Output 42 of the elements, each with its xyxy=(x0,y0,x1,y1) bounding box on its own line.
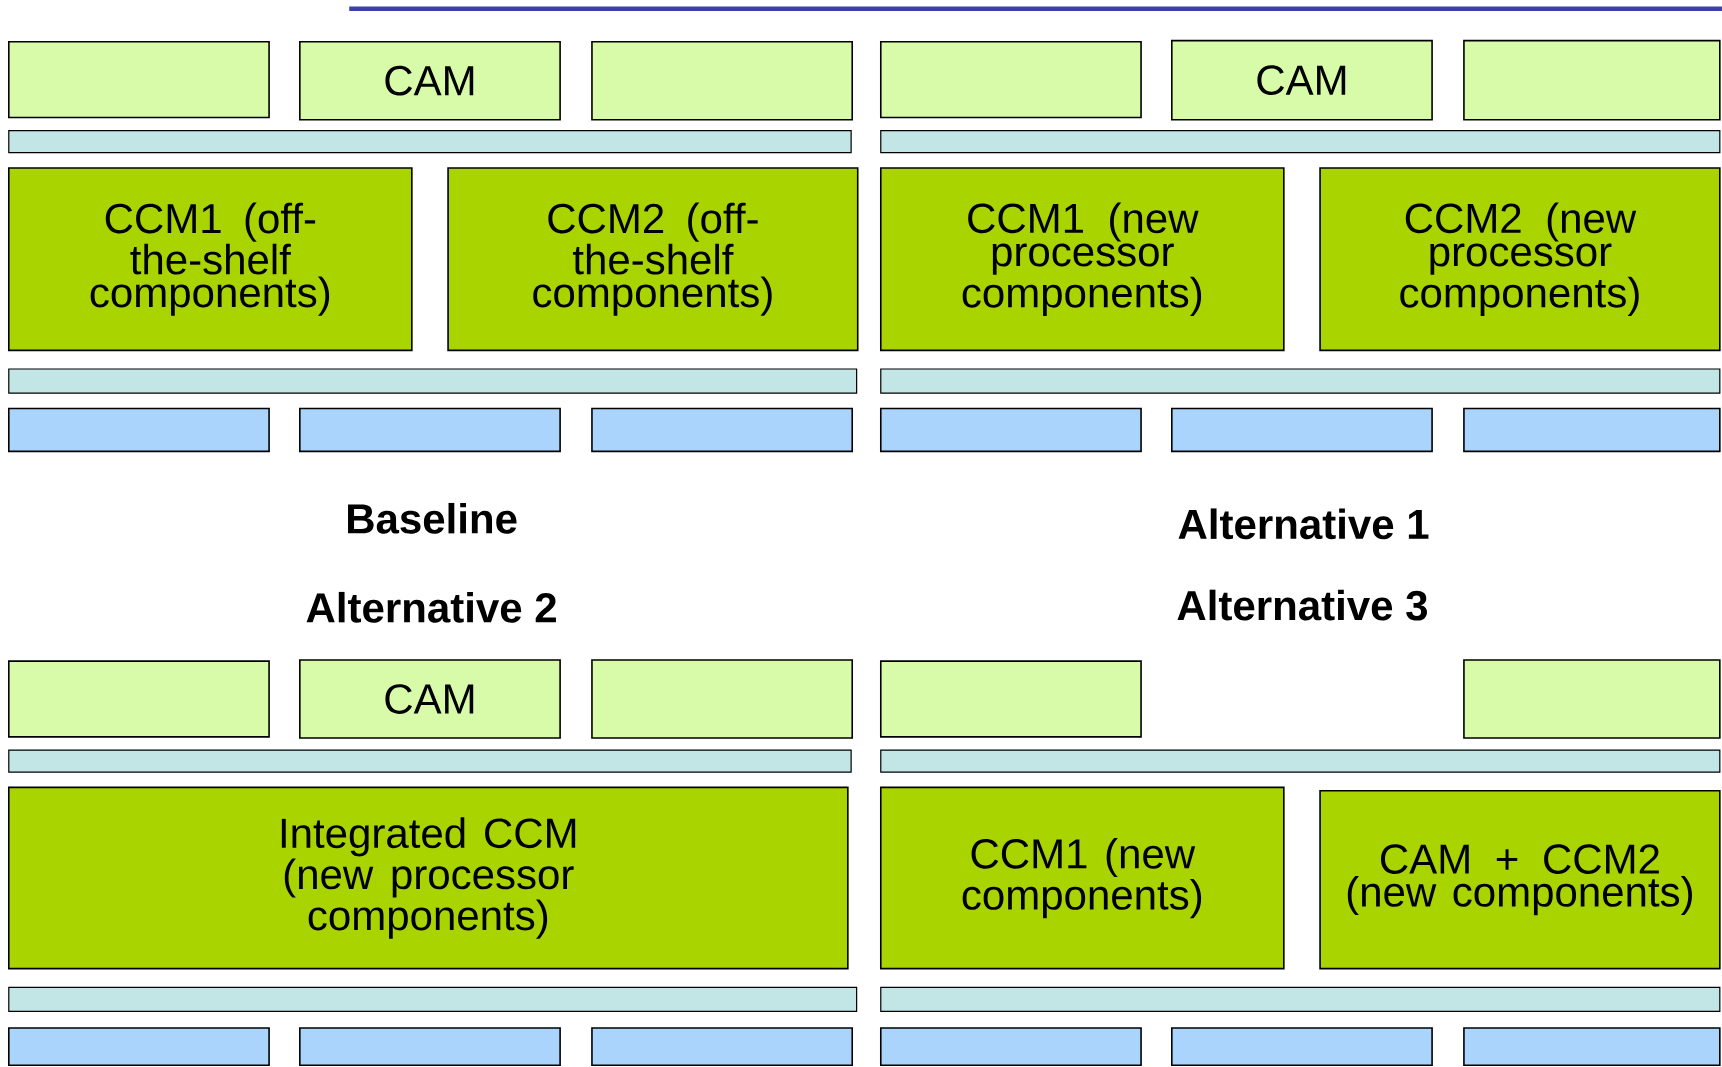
io-box xyxy=(1463,407,1721,452)
module-box: CAM xyxy=(299,40,561,121)
bus-bar xyxy=(8,129,852,154)
processor-box: CCM1 (off-the-shelf components) xyxy=(8,167,413,351)
processor-box: CCM1 (new components) xyxy=(880,786,1285,970)
module-box xyxy=(591,40,853,121)
io-box xyxy=(591,1026,853,1066)
module-box xyxy=(8,40,270,119)
module-box xyxy=(880,40,1142,119)
module-box: CAM xyxy=(1171,39,1433,121)
processor-box: CCM1 (new processor components) xyxy=(880,167,1285,351)
section-heading: Alternative 1 xyxy=(1178,508,1429,540)
io-box xyxy=(1171,407,1433,452)
bus-bar xyxy=(8,368,858,394)
io-box xyxy=(8,407,270,452)
bus-bar xyxy=(8,749,852,773)
processor-box: Integrated CCM (new processor components) xyxy=(7,786,849,970)
module-box xyxy=(591,659,853,739)
bus-bar xyxy=(880,749,1721,773)
io-box xyxy=(880,407,1142,452)
module-box xyxy=(1463,39,1721,121)
bus-bar xyxy=(880,129,1721,154)
processor-box: CCM2 (new processor components) xyxy=(1319,167,1721,351)
module-box xyxy=(8,660,270,738)
bus-bar xyxy=(8,986,858,1012)
io-box xyxy=(299,1026,561,1066)
processor-box: CCM2 (off-the-shelf components) xyxy=(447,167,859,351)
io-box xyxy=(1463,1026,1721,1066)
module-box: CAM xyxy=(299,659,561,739)
module-box xyxy=(1463,659,1721,739)
processor-box: CAM + CCM2 (new components) xyxy=(1319,789,1721,970)
io-box xyxy=(880,1026,1142,1066)
section-heading: Alternative 3 xyxy=(1177,589,1427,621)
bus-bar xyxy=(880,368,1721,394)
section-heading: Baseline xyxy=(348,502,517,534)
section-heading: Alternative 2 xyxy=(306,591,556,623)
io-box xyxy=(591,407,853,452)
module-box xyxy=(880,660,1142,738)
io-box xyxy=(299,407,561,452)
io-box xyxy=(8,1026,270,1066)
io-box xyxy=(1171,1026,1433,1066)
bus-bar xyxy=(880,986,1721,1012)
